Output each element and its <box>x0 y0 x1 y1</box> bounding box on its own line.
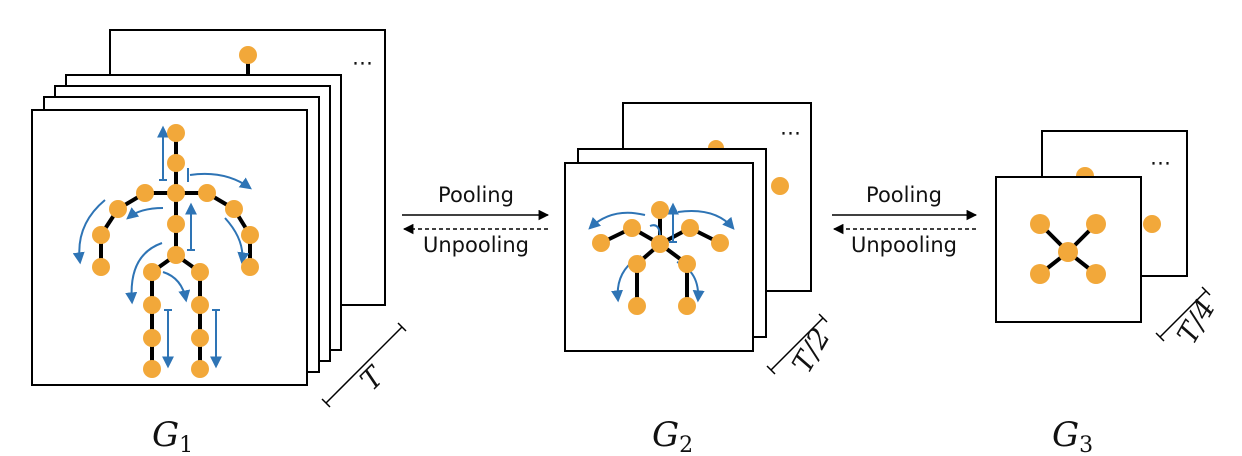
g1-skeleton-joints <box>92 124 259 378</box>
transition-2: Pooling Unpooling <box>832 183 978 257</box>
g2-time-axis: T/2 <box>766 313 837 379</box>
g1-ellipsis: ⋯ <box>352 51 373 75</box>
g1-time-label: T <box>354 359 392 397</box>
g3-ellipsis: ⋯ <box>1150 151 1171 175</box>
g2-frame-stack: ⋯ <box>564 102 812 352</box>
g1-label: G1 <box>152 415 193 456</box>
g3-time-axis: T/4 <box>1155 286 1222 350</box>
pooling-label-2: Pooling <box>866 183 942 207</box>
g1-frame-stack: ⋯ <box>31 29 386 386</box>
g1-back-joint <box>239 46 257 64</box>
g3-skeleton <box>1030 214 1106 284</box>
g2-front-frame <box>564 162 754 352</box>
pooling-label-1: Pooling <box>438 183 514 207</box>
g3-label: G3 <box>1052 415 1093 456</box>
g2-label: G2 <box>652 415 693 456</box>
unpooling-label-2: Unpooling <box>851 233 957 257</box>
g1-front-frame <box>31 109 308 386</box>
g2-ellipsis: ⋯ <box>780 121 801 145</box>
g3-time-label: T/4 <box>1170 293 1222 349</box>
g2-time-label: T/2 <box>785 322 837 378</box>
unpooling-label-1: Unpooling <box>423 233 529 257</box>
g2-skeleton-joints <box>592 201 729 315</box>
g1-motion-arrows <box>72 125 252 369</box>
transition-1: Pooling Unpooling <box>402 183 550 257</box>
